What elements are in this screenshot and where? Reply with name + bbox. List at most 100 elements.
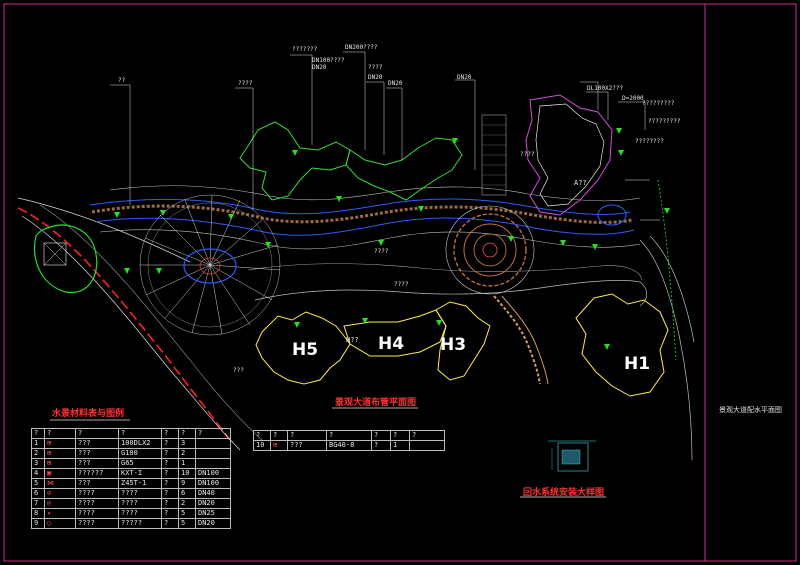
- pipe-label: ????: [394, 281, 409, 288]
- legend-symbol-icon: ○: [44, 518, 76, 529]
- table-row: 4 ▣ ?????? KXT-I ? 10 DN100: [31, 468, 231, 479]
- table-cell: ????: [75, 508, 119, 519]
- building-h3: [435, 301, 491, 381]
- table-cell: 10: [178, 468, 196, 479]
- table-cell: 1: [390, 440, 410, 451]
- pipe-label: DN20: [368, 74, 383, 81]
- table-cell: 6: [178, 488, 196, 499]
- table-cell: DN20: [195, 518, 231, 529]
- promenade-gray-a: [99, 229, 641, 250]
- table-cell: Z45T-1: [118, 478, 162, 489]
- table-cell: ????: [118, 498, 162, 509]
- plan-title: 景观大道布管平面图: [335, 398, 417, 408]
- table-cell: 5: [178, 518, 196, 529]
- table-row: 6 ⊙ ???? ???? ? 6 DN40: [31, 488, 231, 499]
- table-row: 5 ⋈ ??? Z45T-1 ? 9 DN100: [31, 478, 231, 489]
- pipe-label: ????: [368, 64, 383, 71]
- table-cell: ?: [161, 458, 179, 469]
- pipe-label: ????: [374, 248, 389, 255]
- radial-plaza: [139, 194, 281, 336]
- table-header-row: ? ? ? ? ? ? ?: [253, 430, 445, 441]
- detail-drawing: [548, 440, 596, 472]
- table-cell: 2: [178, 498, 196, 509]
- table-header-cell: ?: [371, 430, 391, 441]
- drawing-border: [3, 3, 797, 562]
- table-cell: G65: [118, 458, 162, 469]
- table-header-cell: ?: [390, 430, 410, 441]
- table-cell: 8: [31, 508, 45, 519]
- table-header-cell: ?: [44, 428, 76, 439]
- table-header-cell: ?: [75, 428, 119, 439]
- table-cell: DN25: [195, 508, 231, 519]
- table-cell: ???: [75, 438, 119, 449]
- table-cell: [195, 438, 231, 449]
- table-cell: ?: [161, 468, 179, 479]
- park-boundary-lower: [254, 280, 648, 307]
- building-h1: [575, 293, 669, 397]
- table-header-cell: ?: [270, 430, 288, 441]
- table-cell: [195, 458, 231, 469]
- table-cell: ???: [287, 440, 327, 451]
- promenade-gray-b: [109, 185, 641, 202]
- oval-fountain: [183, 248, 237, 284]
- table-cell: ?: [161, 498, 179, 509]
- leader-lines: [110, 51, 660, 221]
- pipe-label: DN20: [388, 80, 403, 87]
- table-cell: ????: [75, 498, 119, 509]
- table-cell: 4: [31, 468, 45, 479]
- table-row: 2 ⊞ ??? G100 ? 2: [31, 448, 231, 459]
- table-cell: DN40: [195, 488, 231, 499]
- building-label-h3: H3: [440, 335, 467, 355]
- legend-symbol-icon: ⊞: [270, 440, 288, 451]
- green-lawn-left: [34, 224, 98, 294]
- pipe-label: D=2000: [622, 95, 644, 102]
- table-cell: ?????: [118, 518, 162, 529]
- building-h4: [343, 309, 447, 357]
- pipe-label: DN20: [457, 74, 472, 81]
- table-row: 3 ⊞ ??? G65 ? 1: [31, 458, 231, 469]
- table-cell: ?: [161, 448, 179, 459]
- legend-symbol-icon: ⊙: [44, 488, 76, 499]
- park-boundary-right: [639, 239, 693, 461]
- sprinkler-markers: [114, 128, 670, 350]
- curved-walkway-2: [501, 295, 549, 385]
- building-a-outline: [525, 94, 613, 216]
- table-cell: 3: [178, 438, 196, 449]
- pipe-label: ??: [118, 77, 126, 84]
- legend-symbol-icon: ⊞: [44, 438, 76, 449]
- legend-symbol-icon: ⊞: [44, 458, 76, 469]
- table-cell: ?: [161, 488, 179, 499]
- pipe-label: DN100????: [312, 57, 345, 64]
- round-plaza: [445, 205, 535, 295]
- table-cell: ??????: [75, 468, 119, 479]
- building-green-2: [345, 137, 463, 201]
- table-header-cell: ?: [253, 430, 271, 441]
- table-cell: 5: [31, 478, 45, 489]
- table-cell: ???: [75, 478, 119, 489]
- table-cell: ????: [75, 488, 119, 499]
- roundabout-right: [597, 204, 627, 226]
- oval-fountain-inner: [199, 257, 221, 275]
- table-header-cell: ?: [326, 430, 372, 441]
- table-cell: ?: [161, 508, 179, 519]
- title-block-text: 景观大道配水平面图: [719, 406, 782, 414]
- materials-table-title: 水景材料表与图例: [52, 409, 125, 419]
- planter-x2: [43, 242, 67, 266]
- table-cell: ?: [161, 518, 179, 529]
- table-cell: 10: [253, 440, 271, 451]
- table-row: 8 ✦ ???? ???? ? 5 DN25: [31, 508, 231, 519]
- legend-symbol-icon: ⋈: [44, 478, 76, 489]
- building-label-h5: H5: [292, 340, 319, 360]
- table-cell: DN20: [195, 498, 231, 509]
- promenade-brown: [91, 204, 633, 224]
- building-a-inner: [535, 103, 605, 207]
- table-cell: [195, 448, 231, 459]
- table-cell: ???: [75, 458, 119, 469]
- central-tag: H??: [346, 336, 359, 344]
- table-cell: BG40-8: [326, 440, 372, 451]
- building-h5: [255, 311, 351, 385]
- table-cell: 5: [178, 508, 196, 519]
- road-edge-left-3: [39, 204, 263, 441]
- table-cell: 6: [31, 488, 45, 499]
